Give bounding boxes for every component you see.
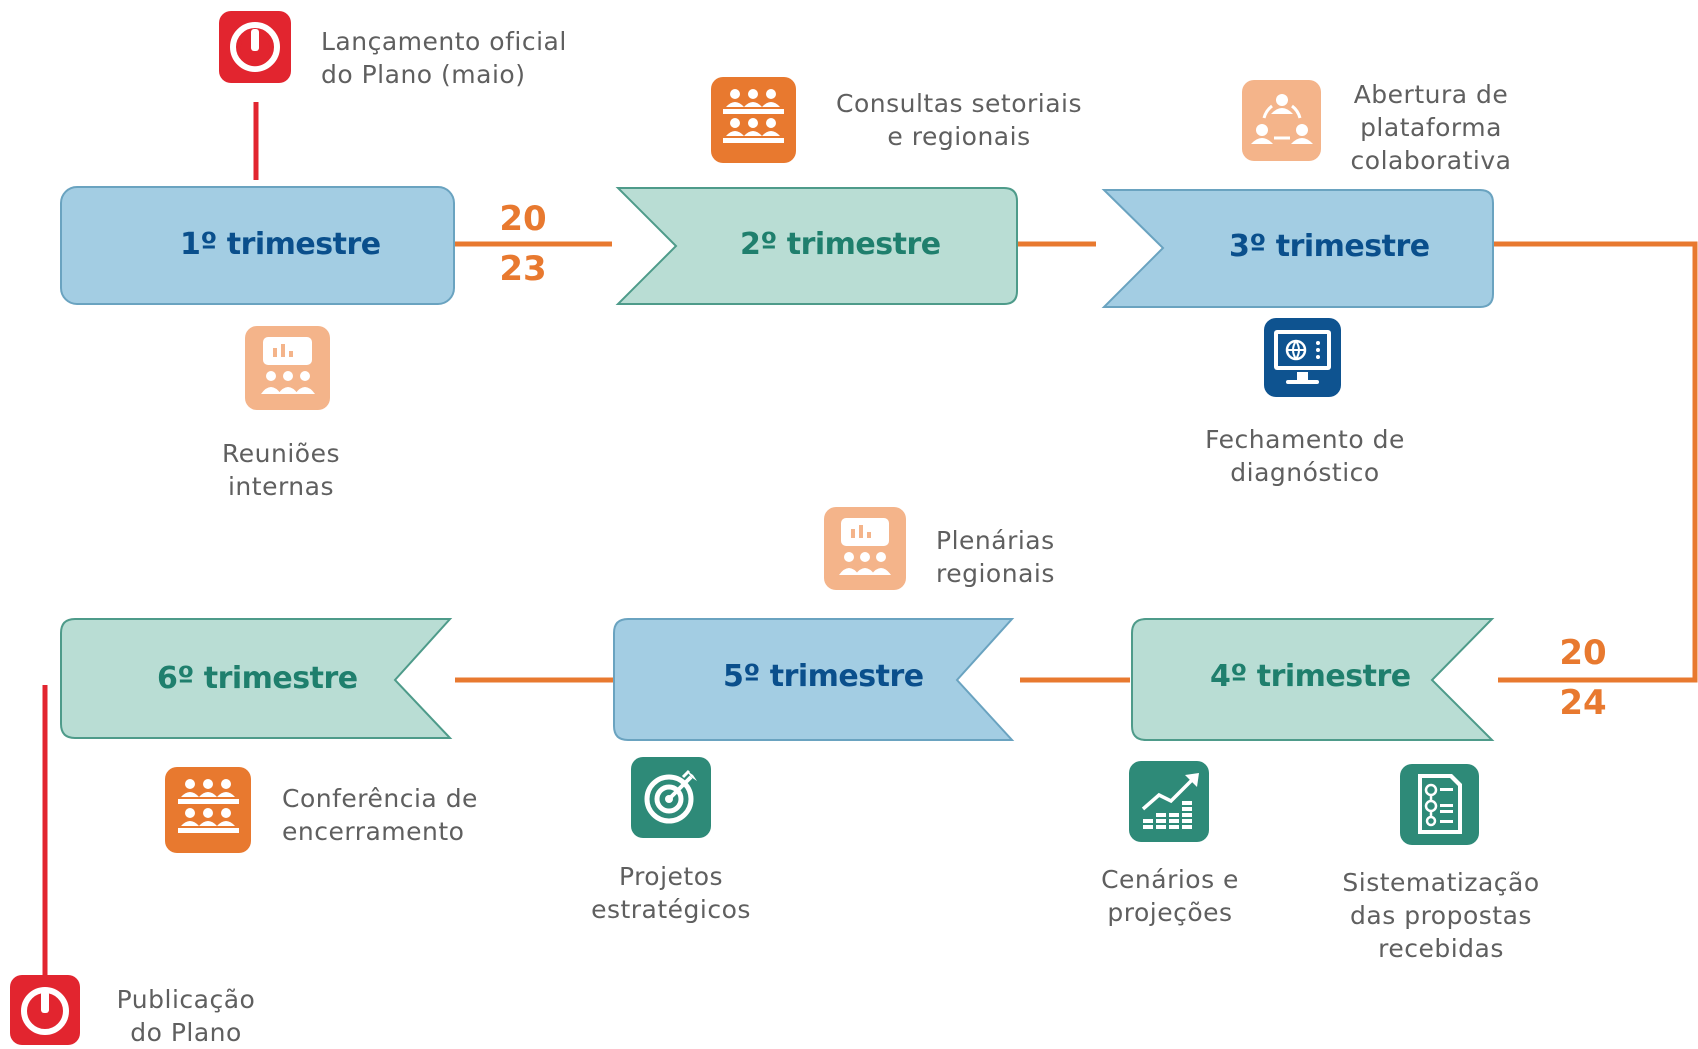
collaboration-icon (1242, 80, 1321, 161)
year-divider (488, 242, 558, 246)
event-reunioes: Reuniões internas (181, 437, 381, 503)
auditorium-icon (711, 77, 796, 163)
event-line: Plenárias (936, 526, 1055, 555)
event-abertura: Abertura de plataforma colaborativa (1336, 78, 1526, 177)
event-line: do Plano (maio) (321, 60, 526, 89)
event-line: regionais (936, 559, 1055, 588)
event-line: Lançamento oficial (321, 27, 567, 56)
event-line: Consultas setoriais (835, 89, 1083, 118)
event-consultas: Consultas setoriais e regionais (818, 87, 1100, 153)
event-line: Abertura de (1353, 80, 1509, 109)
power-icon (10, 975, 80, 1045)
target-icon (631, 757, 711, 838)
stage-box-5 (613, 618, 1015, 741)
event-line: diagnóstico (1230, 458, 1380, 487)
event-line: Projetos (618, 862, 724, 891)
event-projetos: Projetos estratégicos (571, 860, 771, 926)
stage-box-3 (1101, 189, 1494, 308)
year-top: 20 (499, 199, 547, 239)
event-line: colaborativa (1350, 146, 1512, 175)
event-line: Publicação (116, 985, 256, 1014)
stage-label-5: 5º trimestre (723, 659, 924, 694)
event-line: internas (227, 472, 334, 501)
year-top: 20 (1559, 633, 1607, 673)
event-line: Reuniões (222, 439, 340, 468)
event-lancamento: Lançamento oficial do Plano (maio) (321, 25, 567, 91)
event-line: plataforma (1360, 113, 1502, 142)
document-list-icon (1400, 764, 1479, 845)
event-line: encerramento (282, 817, 465, 846)
monitor-globe-icon (1264, 318, 1341, 397)
event-line: estratégicos (591, 895, 751, 924)
event-plenarias: Plenárias regionais (936, 524, 1055, 590)
stage-box-6 (60, 618, 453, 739)
stage-label-4: 4º trimestre (1210, 659, 1411, 694)
stage-label-2: 2º trimestre (740, 227, 941, 262)
year-bottom: 24 (1559, 683, 1607, 723)
auditorium-icon (165, 767, 251, 853)
event-cenarios: Cenários e projeções (1085, 863, 1255, 929)
stage-box-1 (60, 186, 455, 305)
event-publicacao: Publicação do Plano (96, 983, 276, 1049)
event-line: recebidas (1378, 934, 1504, 963)
stage-label-1: 1º trimestre (180, 227, 381, 262)
stage-box-2 (615, 187, 1018, 305)
event-line: Cenários e (1101, 865, 1239, 894)
event-fechamento: Fechamento de diagnóstico (1190, 423, 1420, 489)
event-line: Sistematização (1342, 868, 1540, 897)
event-conferencia: Conferência de encerramento (282, 782, 478, 848)
event-line: Fechamento de (1205, 425, 1405, 454)
power-icon (219, 11, 291, 83)
event-line: Conferência de (282, 784, 478, 813)
stage-label-3: 3º trimestre (1229, 229, 1430, 264)
stage-box-4 (1131, 618, 1495, 741)
year-bottom: 23 (499, 249, 547, 289)
event-line: das propostas (1350, 901, 1532, 930)
growth-chart-icon (1129, 761, 1209, 842)
stage-label-6: 6º trimestre (157, 661, 358, 696)
event-line: e regionais (887, 122, 1031, 151)
event-sistematizacao: Sistematização das propostas recebidas (1331, 866, 1551, 965)
event-line: do Plano (130, 1018, 242, 1047)
meeting-icon (824, 507, 906, 590)
event-line: projeções (1107, 898, 1233, 927)
year-marker-2023: 20 23 (488, 196, 558, 292)
meeting-icon (245, 326, 330, 410)
year-marker-2024: 20 24 (1548, 630, 1618, 726)
